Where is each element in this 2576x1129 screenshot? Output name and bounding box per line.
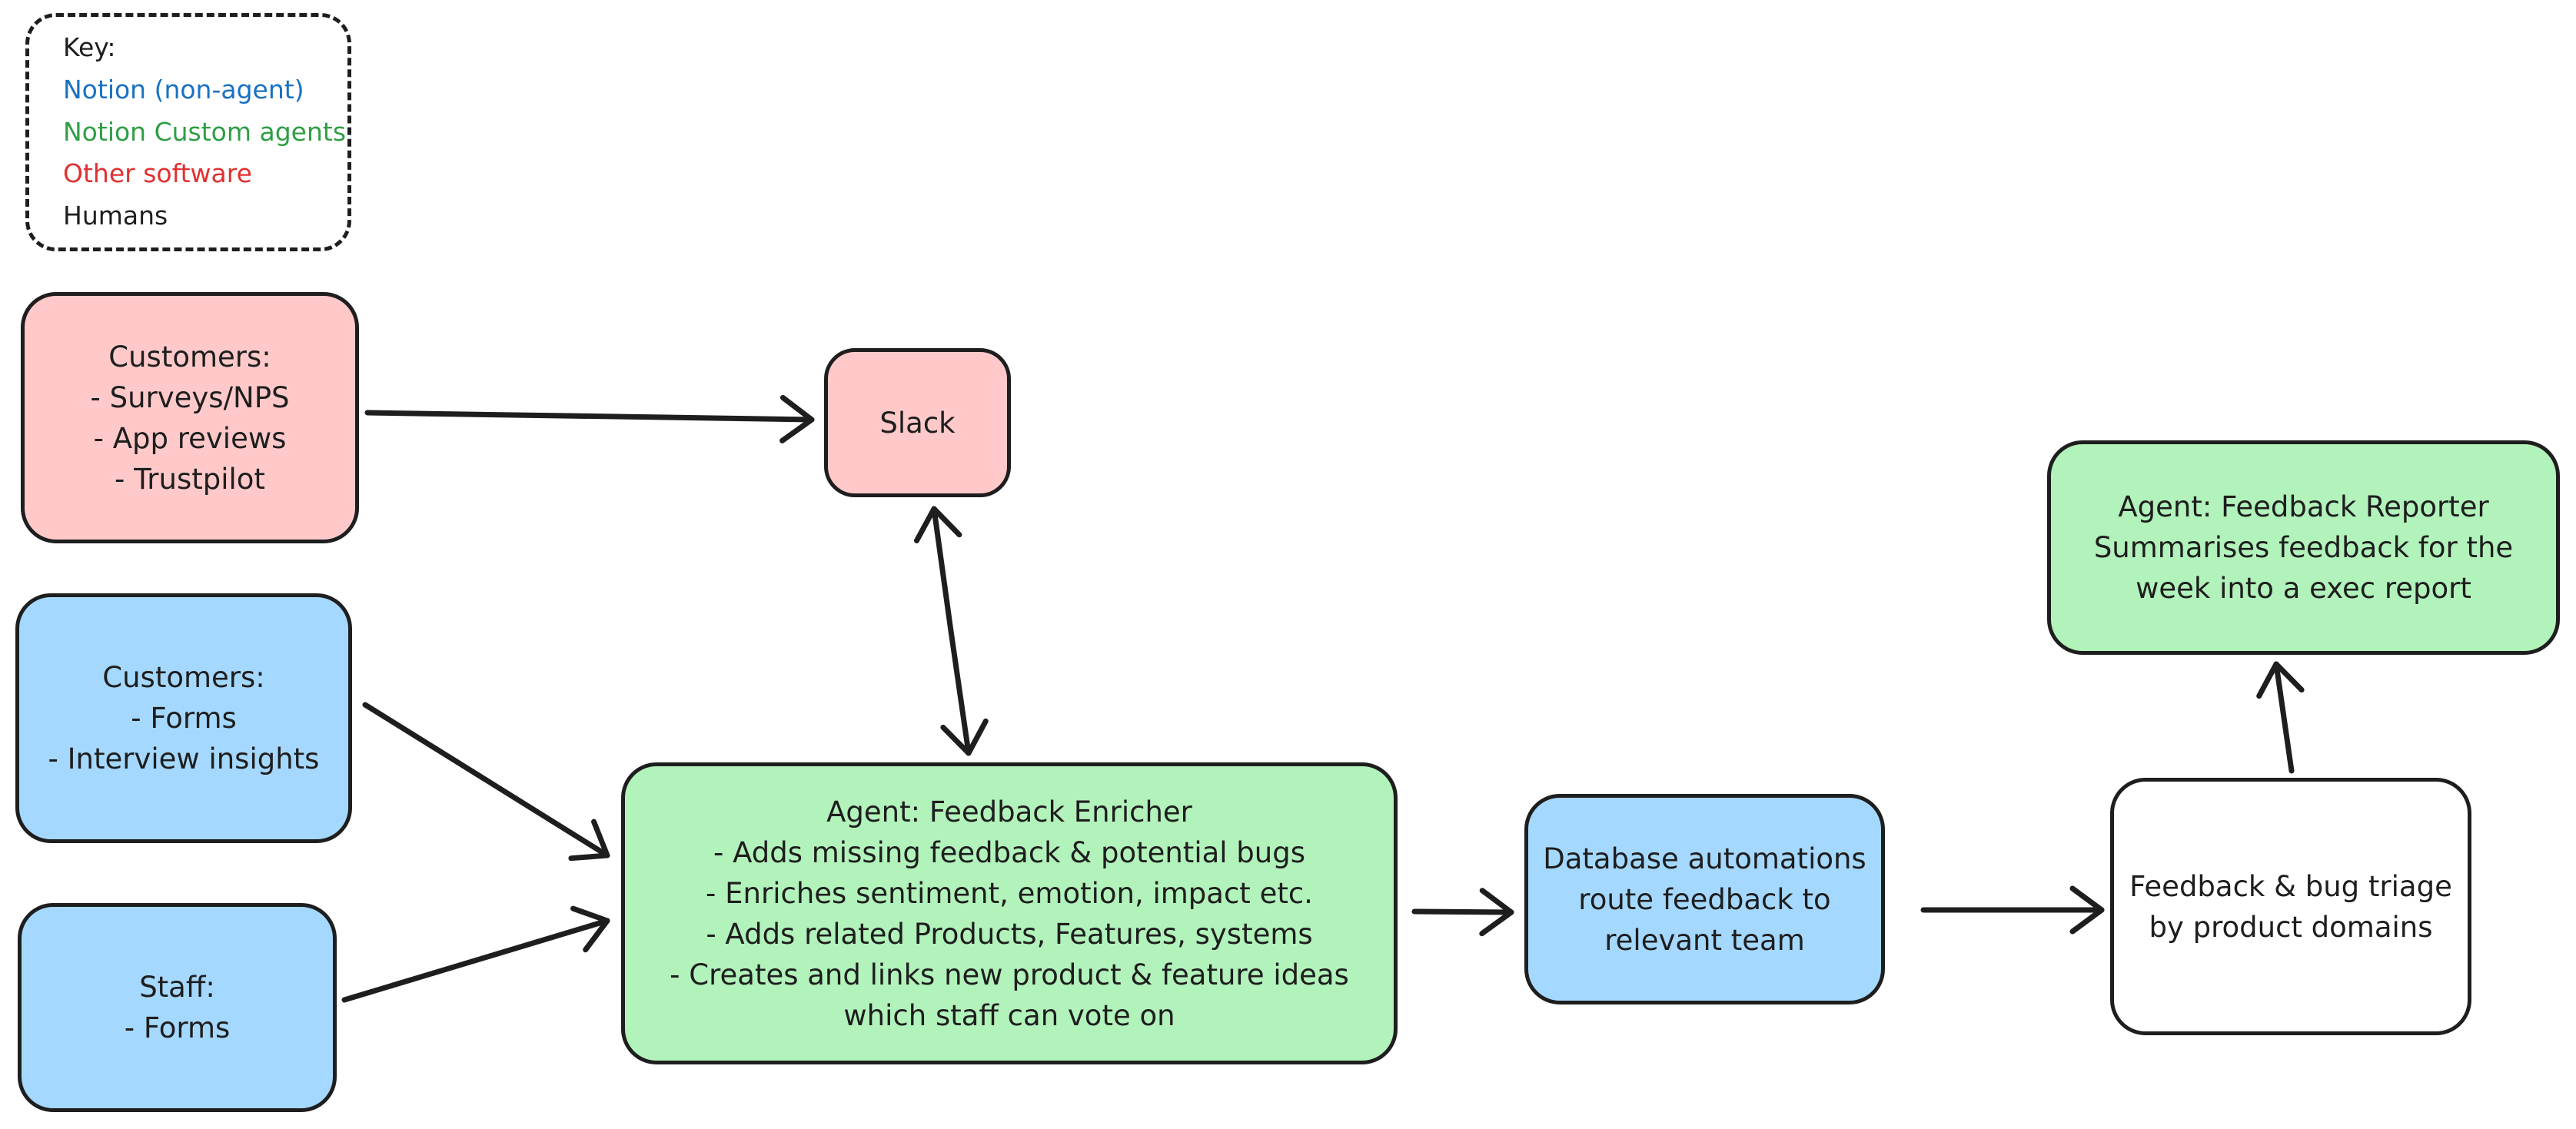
node-line: - Creates and links new product & featur…: [670, 958, 1349, 991]
node-slack: Slack: [824, 348, 1011, 497]
node-line: relevant team: [1604, 923, 1805, 957]
node-customer-sources: Customers: - Surveys/NPS - App reviews -…: [21, 292, 359, 543]
node-line: Customers:: [108, 340, 271, 374]
legend-item-humans: Humans: [63, 201, 168, 231]
node-line: - Enriches sentiment, emotion, impact et…: [706, 876, 1313, 910]
node-line: Customers:: [102, 661, 265, 694]
arrow-customers-notion-to-enricher: [362, 702, 610, 862]
arrow-staff-to-enricher: [341, 905, 610, 1003]
arrow-enricher-to-slack: [913, 506, 962, 634]
node-database-automations: Database automations route feedback to r…: [1524, 794, 1885, 1004]
node-line: Database automations: [1543, 842, 1866, 875]
node-line: Slack: [879, 406, 956, 440]
node-line: Staff:: [139, 971, 215, 1004]
node-line: by product domains: [2149, 910, 2433, 944]
legend-title: Key:: [63, 32, 116, 62]
node-line: route feedback to: [1578, 882, 1831, 916]
node-line: - Trustpilot: [115, 462, 265, 496]
node-line: - Interview insights: [48, 742, 320, 775]
node-line: Feedback & bug triage: [2129, 869, 2452, 903]
legend-item-notion-non-agent: Notion (non-agent): [63, 74, 304, 105]
node-line: - Surveys/NPS: [90, 380, 290, 414]
node-line: Agent: Feedback Enricher: [826, 795, 1192, 828]
node-feedback-enricher: Agent: Feedback Enricher - Adds missing …: [621, 762, 1398, 1064]
arrow-slack-to-enricher: [940, 628, 989, 756]
node-triage: Feedback & bug triage by product domains: [2110, 778, 2471, 1035]
node-line: which staff can vote on: [843, 998, 1175, 1032]
node-line: Agent: Feedback Reporter: [2118, 490, 2489, 523]
node-line: - Forms: [131, 702, 237, 735]
node-staff: Staff: - Forms: [18, 903, 337, 1112]
node-line: - Adds missing feedback & potential bugs: [713, 835, 1306, 869]
legend-item-notion-custom-agents: Notion Custom agents: [63, 116, 347, 147]
arrow-triage-to-reporter: [2256, 661, 2305, 774]
legend-key-box: Key: Notion (non-agent) Notion Custom ag…: [25, 13, 351, 251]
node-line: - Adds related Products, Features, syste…: [706, 917, 1313, 951]
node-feedback-reporter: Agent: Feedback Reporter Summarises feed…: [2047, 440, 2560, 655]
arrow-customer-sources-to-slack: [364, 394, 815, 443]
legend-item-other-software: Other software: [63, 158, 252, 189]
node-line: - App reviews: [93, 421, 287, 455]
node-line: Summarises feedback for the: [2093, 531, 2514, 564]
node-customers-notion: Customers: - Forms - Interview insights: [15, 593, 352, 843]
node-line: - Forms: [124, 1011, 231, 1044]
node-line: week into a exec report: [2136, 572, 2471, 605]
